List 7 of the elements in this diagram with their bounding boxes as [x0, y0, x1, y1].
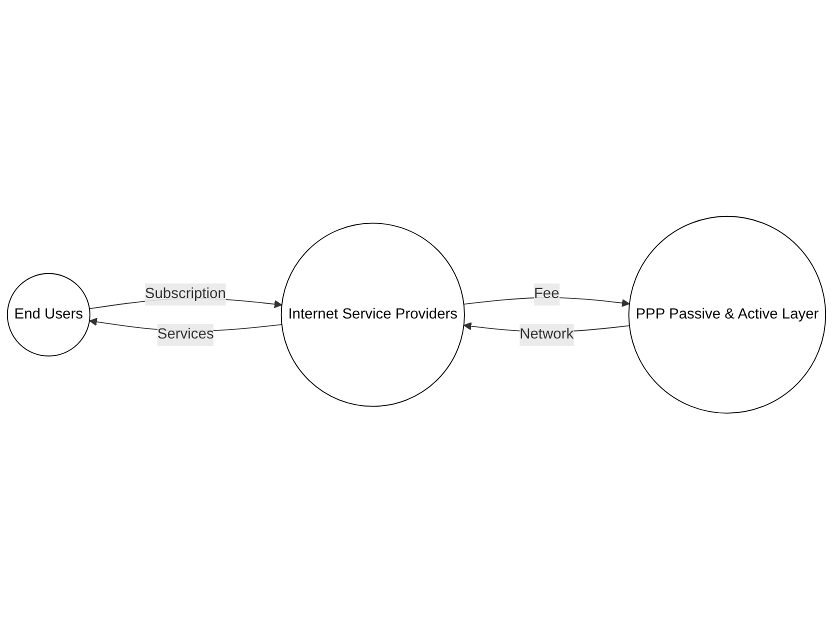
- edge-label: Network: [520, 326, 574, 342]
- node-circle: End Users: [6, 272, 90, 356]
- node-circle: PPP Passive & Active Layer: [628, 216, 826, 414]
- edge-label: Services: [157, 326, 214, 342]
- edge-label: Subscription: [144, 286, 226, 302]
- node-circle: Internet Service Providers: [280, 222, 465, 407]
- edge-label: Fee: [534, 286, 560, 302]
